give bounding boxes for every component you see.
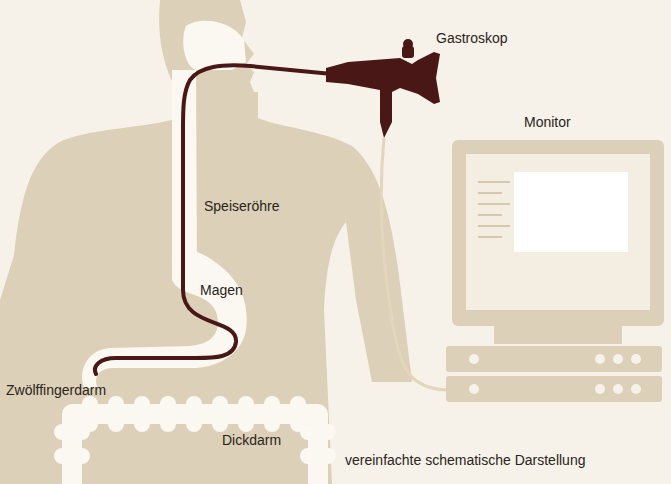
colon-bump bbox=[108, 416, 124, 432]
colon-bump bbox=[54, 424, 70, 440]
colon-bump bbox=[290, 396, 306, 412]
colon-bump bbox=[264, 416, 280, 432]
colon-bump bbox=[160, 416, 176, 432]
insertion-tube bbox=[95, 65, 332, 374]
large-intestine bbox=[54, 396, 336, 484]
screen-line bbox=[478, 203, 510, 205]
part-label: Magen bbox=[200, 282, 243, 299]
device-buttons bbox=[469, 354, 641, 394]
screen-line bbox=[478, 181, 510, 183]
colon-bump bbox=[212, 416, 228, 432]
colon-bump bbox=[186, 416, 202, 432]
screen bbox=[514, 172, 628, 252]
part-label: Zwölffingerdarm bbox=[6, 382, 106, 399]
part-label: Speiseröhre bbox=[204, 198, 280, 215]
colon-bump bbox=[74, 424, 90, 440]
monitor bbox=[446, 140, 664, 402]
monitor-stand bbox=[494, 326, 622, 344]
screen-line bbox=[478, 214, 502, 216]
colon-bump bbox=[300, 424, 316, 440]
device-box bbox=[446, 346, 662, 372]
stomach bbox=[82, 249, 247, 388]
colon-bump bbox=[212, 396, 228, 412]
screen-line bbox=[478, 192, 502, 194]
torso bbox=[0, 92, 412, 484]
screen-line bbox=[478, 236, 502, 238]
gastroscope bbox=[95, 39, 446, 390]
monitor-casing bbox=[452, 140, 664, 326]
colon-bump bbox=[238, 416, 254, 432]
screen-text-lines bbox=[478, 182, 510, 237]
part-label: Dickdarm bbox=[222, 432, 281, 449]
colon-bump bbox=[320, 448, 336, 464]
colon-bump bbox=[108, 396, 124, 412]
colon-bump bbox=[264, 396, 280, 412]
monitor-bezel bbox=[466, 154, 650, 310]
colon-bump bbox=[300, 448, 316, 464]
colon-bump bbox=[160, 396, 176, 412]
light-cable bbox=[381, 138, 446, 390]
device-box bbox=[446, 376, 662, 402]
colon-bump bbox=[186, 396, 202, 412]
part-label: Monitor bbox=[524, 114, 571, 131]
part-label: Gastroskop bbox=[436, 30, 508, 47]
colon-bump bbox=[238, 396, 254, 412]
colon-bump bbox=[134, 396, 150, 412]
colon-bump bbox=[74, 448, 90, 464]
colon-bump bbox=[82, 396, 98, 412]
control-handle bbox=[326, 52, 440, 138]
colon-bump bbox=[54, 448, 70, 464]
colon-bump bbox=[134, 416, 150, 432]
colon-bump bbox=[320, 424, 336, 440]
colon-tube bbox=[72, 414, 318, 484]
caption: vereinfachte schematische Darstellung bbox=[345, 452, 585, 469]
oral-cavity bbox=[183, 21, 246, 70]
screen-line bbox=[478, 225, 510, 227]
knob-top bbox=[403, 39, 413, 49]
